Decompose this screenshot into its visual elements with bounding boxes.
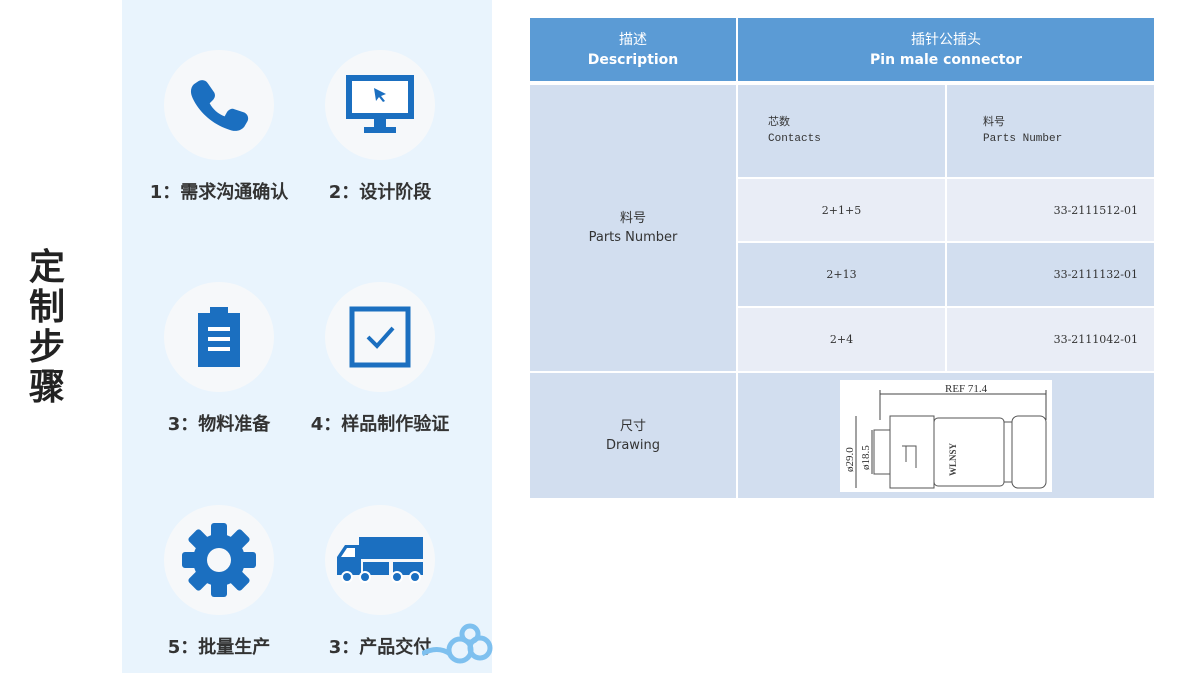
gear-icon	[182, 523, 256, 597]
contacts-header: 芯数 Contacts	[738, 85, 945, 177]
contacts-cell: 2+13	[738, 243, 945, 306]
step-label: 4：样品制作验证	[310, 414, 450, 435]
parts-cn: 料号	[983, 117, 1005, 129]
header-product-cn: 插针公插头	[911, 31, 981, 48]
step-label: 1：需求沟通确认	[149, 182, 289, 203]
parts-number-label-cell: 料号 Parts Number	[530, 85, 736, 371]
drawing-ref-dimension: REF 71.4	[945, 383, 988, 395]
step-label: 2：设计阶段	[328, 182, 432, 203]
parts-header: 料号 Parts Number	[947, 85, 1154, 177]
step-2: 2：设计阶段	[280, 50, 480, 204]
parts-label-cn: 料号	[619, 211, 646, 226]
page-title: 定制步骤	[28, 247, 65, 408]
step-6: 3：产品交付	[280, 505, 480, 659]
header-desc-en: Description	[587, 51, 679, 68]
contacts-cn: 芯数	[768, 117, 790, 129]
drawing-label-cn: 尺寸	[619, 418, 646, 434]
header-product: 插针公插头 Pin male connector	[738, 18, 1154, 81]
part-number-cell: 33-2111512-01	[947, 179, 1154, 241]
contacts-cell: 2+4	[738, 308, 945, 371]
contacts-en: Contacts	[768, 133, 821, 145]
header-desc-cn: 描述	[619, 31, 647, 48]
part-number-cell: 33-2111132-01	[947, 243, 1154, 306]
drawing-label-cell: 尺寸 Drawing	[530, 373, 736, 498]
step-1: 1：需求沟通确认	[119, 50, 319, 204]
header-description: 描述 Description	[530, 18, 736, 81]
step-3: 3：物料准备	[119, 282, 319, 436]
truck-icon	[337, 537, 423, 583]
parts-label-en: Parts Number	[588, 230, 678, 245]
parts-en: Parts Number	[983, 133, 1063, 145]
drawing-cell: REF 71.4 ø29.0 ø18.5 WLNSY	[738, 373, 1154, 498]
monitor-icon	[346, 75, 414, 133]
step-label: 3：物料准备	[167, 414, 271, 435]
drawing-brand: WLNSY	[948, 442, 958, 476]
step-label: 5：批量生产	[167, 637, 271, 658]
step-4: 4：样品制作验证	[280, 282, 480, 436]
connector-drawing: REF 71.4 ø29.0 ø18.5 WLNSY	[840, 379, 1052, 492]
step-5: 5：批量生产	[119, 505, 319, 659]
drawing-dia-outer: ø29.0	[844, 446, 856, 471]
drawing-dia-inner: ø18.5	[860, 444, 872, 469]
checkbox-icon	[349, 306, 411, 368]
part-number-cell: 33-2111042-01	[947, 308, 1154, 371]
header-product-en: Pin male connector	[870, 51, 1022, 68]
drawing-label-en: Drawing	[605, 437, 661, 453]
step-label: 3：产品交付	[328, 637, 432, 658]
phone-icon	[190, 80, 249, 131]
contacts-cell: 2+1+5	[738, 179, 945, 241]
cloud-decoration-icon	[422, 623, 493, 664]
steps-panel: 1：需求沟通确认 2：设计阶段 3：物料准备 4：样品制作验证 5：批量生产 3…	[119, 0, 493, 673]
clipboard-icon	[198, 307, 240, 367]
